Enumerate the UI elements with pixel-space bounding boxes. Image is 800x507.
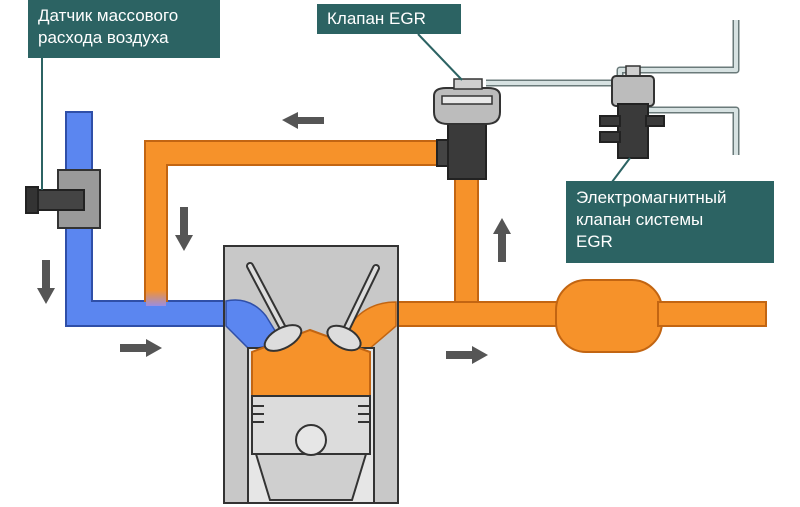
egr-label-text: Клапан EGR bbox=[327, 9, 426, 28]
maf-sensor-label: Датчик массового расхода воздуха bbox=[28, 0, 220, 58]
egr-valve bbox=[417, 33, 501, 180]
maf-sensor bbox=[25, 58, 101, 229]
egr-valve-label: Клапан EGR bbox=[317, 4, 461, 34]
catalytic-converter bbox=[555, 279, 663, 353]
maf-label-line-1: Датчик массового bbox=[38, 6, 179, 25]
arrow-right-icon bbox=[446, 346, 488, 364]
solenoid-label-line-1: Электромагнитный bbox=[576, 188, 727, 207]
exhaust-valve bbox=[326, 264, 380, 352]
flow-arrows bbox=[37, 112, 511, 364]
solenoid-valve-label: Электромагнитный клапан системы EGR bbox=[566, 181, 774, 263]
engine-block bbox=[223, 245, 399, 504]
intake-valve bbox=[246, 262, 303, 352]
arrow-up-icon bbox=[493, 218, 511, 262]
arrow-down-icon bbox=[37, 260, 55, 304]
exhaust-pipe bbox=[389, 279, 767, 353]
solenoid-valve bbox=[599, 65, 665, 183]
arrow-right-icon bbox=[120, 339, 162, 357]
arrow-left-icon bbox=[282, 112, 324, 129]
solenoid-label-line-3: EGR bbox=[576, 232, 613, 251]
arrow-down-icon bbox=[175, 207, 193, 251]
egr-feed-pipe bbox=[454, 169, 479, 303]
solenoid-label-line-2: клапан системы bbox=[576, 210, 704, 229]
maf-label-line-2: расхода воздуха bbox=[38, 28, 169, 47]
